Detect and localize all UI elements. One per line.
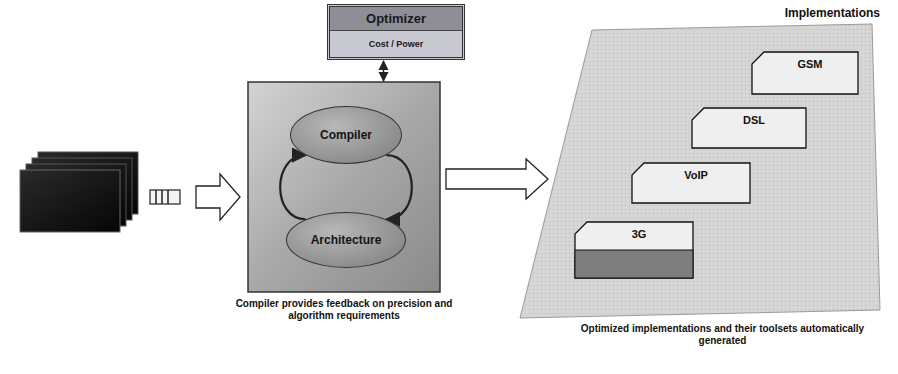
ellipse-node: Architecture <box>286 212 406 268</box>
implementation-card: DSL <box>692 108 806 148</box>
stack-card <box>20 170 120 232</box>
card-label: GSM <box>752 58 858 70</box>
card-label: DSL <box>692 114 806 126</box>
card-shape <box>752 52 858 94</box>
optimizer-header: Optimizer <box>330 7 462 31</box>
ellipse-label: Architecture <box>311 233 382 247</box>
implementations-panel: ImplementationsOptimized implementations… <box>520 24 880 318</box>
plug-stripe <box>155 190 157 204</box>
implementations-panel-fill <box>520 24 880 318</box>
card-label: VoIP <box>632 169 750 181</box>
plug-stripe <box>161 190 163 204</box>
cycle-arrow <box>386 155 412 219</box>
panel-heading: Implementations <box>785 6 880 20</box>
input-block-arrow <box>196 174 240 220</box>
optimizer-body: Cost / Power <box>330 31 462 57</box>
cycle-arrow <box>280 155 306 219</box>
card-band <box>575 250 693 278</box>
ellipse-node: Compiler <box>290 106 402 164</box>
implementation-card: 3G <box>575 222 693 278</box>
card-shape <box>692 108 806 148</box>
card-label: 3G <box>575 228 693 240</box>
implementation-card: GSM <box>752 52 858 94</box>
input-plug-icon <box>150 190 180 204</box>
optimizer-box: OptimizerCost / Power <box>327 4 465 60</box>
caption-text: Compiler provides feedback on precision … <box>226 298 462 322</box>
caption-text: Optimized implementations and their tool… <box>560 323 885 347</box>
document-stack <box>20 152 138 232</box>
ellipse-label: Compiler <box>320 128 372 142</box>
toolchain-box-fill <box>248 82 440 292</box>
optimizer-subtitle: Cost / Power <box>369 39 424 49</box>
plug-body <box>150 190 180 204</box>
implementation-card: VoIP <box>632 163 750 203</box>
toolchain-box: Compiler provides feedback on precision … <box>248 82 440 292</box>
card-shape <box>632 163 750 203</box>
block-arrow <box>446 159 548 199</box>
optimizer-title: Optimizer <box>334 11 458 26</box>
double-arrow <box>383 61 385 81</box>
plug-stripe <box>167 190 169 204</box>
card-shape <box>575 222 693 278</box>
